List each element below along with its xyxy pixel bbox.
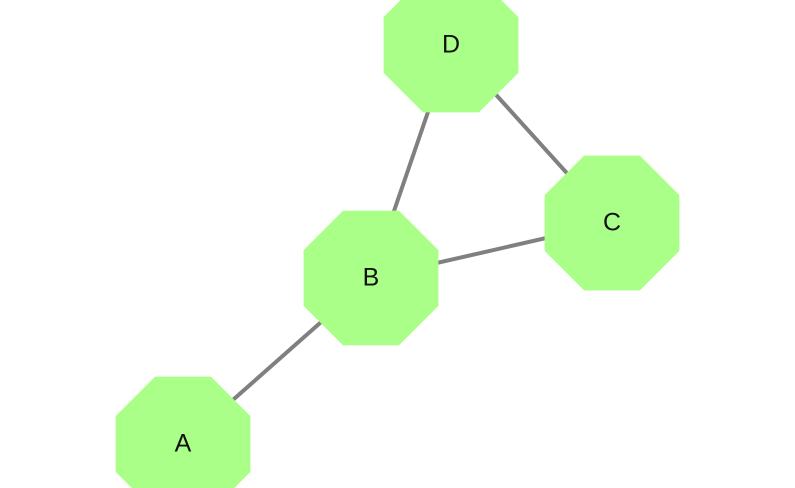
node-b-label: B: [363, 264, 380, 292]
node-b-shape: [303, 210, 439, 346]
node-c[interactable]: C: [544, 155, 680, 291]
node-a[interactable]: A: [115, 376, 251, 488]
node-d-shape: [383, 0, 519, 113]
nodes-layer: A B C D: [115, 0, 680, 488]
node-d-label: D: [442, 31, 460, 59]
node-b[interactable]: B: [303, 210, 439, 346]
node-a-shape: [115, 376, 251, 488]
node-d[interactable]: D: [383, 0, 519, 113]
node-a-label: A: [175, 430, 192, 458]
node-c-shape: [544, 155, 680, 291]
node-c-label: C: [603, 209, 621, 237]
